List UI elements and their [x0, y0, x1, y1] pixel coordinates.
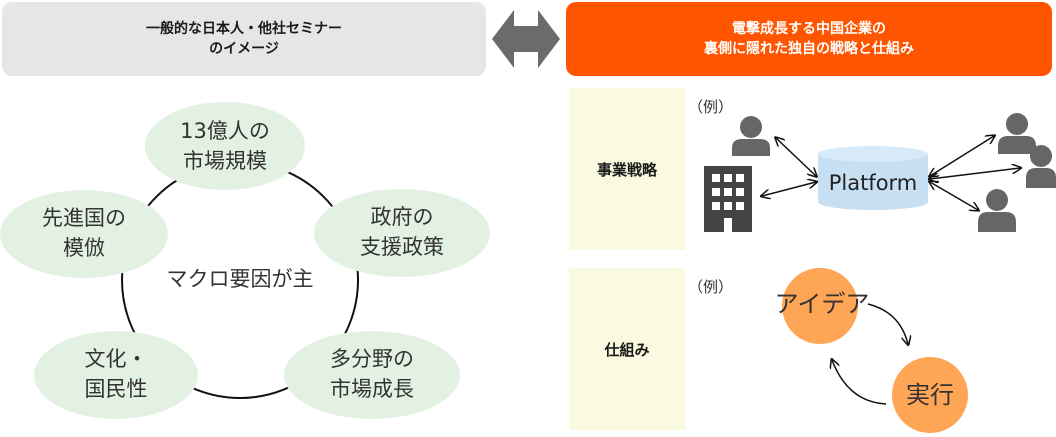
factor-imitation: 先進国の 模倣 — [0, 190, 168, 278]
execution-to-idea-arrow — [832, 360, 887, 405]
factor-market-size-line2: 市場規模 — [183, 149, 267, 173]
factor-market-growth-line1: 多分野の — [330, 347, 414, 371]
person-icon — [978, 189, 1016, 232]
mechanism-label-box: 仕組み — [569, 268, 685, 430]
left-header: 一般的な日本人・他社セミナー のイメージ — [2, 2, 486, 76]
execution-label: 実行 — [906, 381, 954, 409]
person-icon — [998, 113, 1036, 154]
idea-label: アイデア — [775, 290, 870, 318]
factor-culture-line1: 文化・ — [85, 347, 148, 371]
factor-government-support-line2: 支援政策 — [360, 235, 444, 259]
person-icon — [1026, 145, 1056, 188]
versus-double-arrow-icon — [492, 10, 560, 68]
building-icon — [704, 166, 752, 232]
factor-market-size-line1: 13億人の — [180, 119, 270, 143]
mechanism-example-tag: （例） — [688, 278, 734, 296]
platform-database-icon — [818, 146, 928, 210]
factors-center-label: マクロ要因が主 — [167, 267, 314, 291]
right-header-line1: 電撃成長する中国企業の — [732, 21, 886, 37]
strategy-label-box: 事業戦略 — [569, 88, 685, 250]
mechanism-cycle-diagram: アイデア 実行 — [775, 268, 968, 433]
left-header-line2: のイメージ — [209, 41, 279, 57]
factor-market-size: 13億人の 市場規模 — [145, 102, 305, 190]
mechanism-label: 仕組み — [604, 340, 650, 359]
person-icon — [732, 116, 770, 156]
idea-to-execution-arrow — [867, 303, 908, 344]
right-header: 電撃成長する中国企業の 裏側に隠れた独自の戦略と仕組み — [566, 2, 1052, 76]
factor-imitation-line2: 模倣 — [63, 236, 105, 260]
factor-culture-line2: 国民性 — [85, 377, 148, 401]
right-header-line2: 裏側に隠れた独自の戦略と仕組み — [704, 41, 914, 57]
execution-circle — [892, 357, 968, 433]
strategy-diagram: Platform — [704, 113, 1056, 232]
left-header-line1: 一般的な日本人・他社セミナー — [146, 21, 342, 37]
factor-culture: 文化・ 国民性 — [34, 331, 198, 419]
idea-circle — [782, 268, 858, 344]
macro-factors-diagram: 13億人の 市場規模 政府の 支援政策 多分野の 市場成長 文化・ 国民性 先進… — [0, 102, 490, 419]
factor-market-growth-line2: 市場成長 — [330, 377, 414, 401]
factor-government-support-line1: 政府の — [371, 205, 434, 229]
strategy-example-tag: （例） — [688, 98, 734, 116]
factor-market-growth: 多分野の 市場成長 — [284, 331, 460, 419]
platform-label: Platform — [829, 171, 918, 195]
strategy-label: 事業戦略 — [596, 160, 657, 179]
factor-government-support: 政府の 支援政策 — [314, 189, 490, 277]
factor-imitation-line1: 先進国の — [42, 206, 126, 230]
